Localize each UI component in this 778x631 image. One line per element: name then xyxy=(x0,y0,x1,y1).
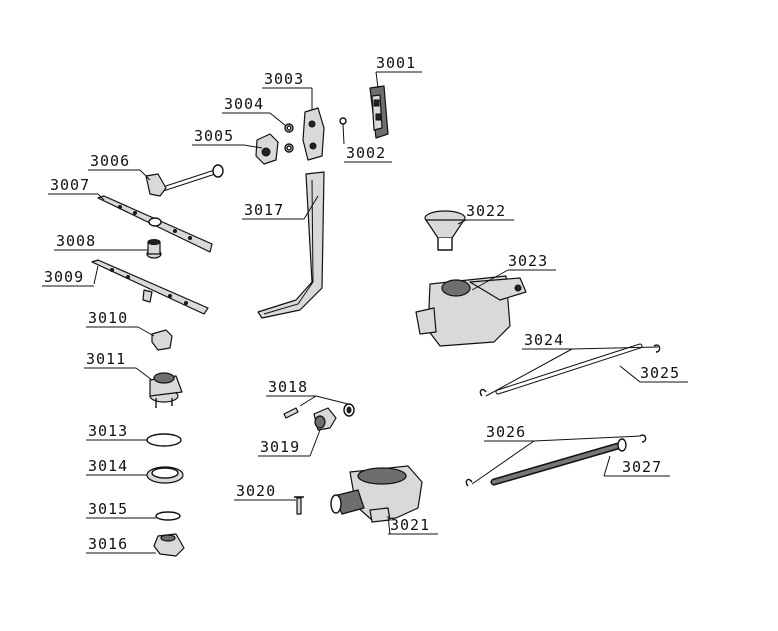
svg-text:3010: 3010 xyxy=(88,309,128,327)
svg-text:3011: 3011 xyxy=(86,350,126,368)
part-label-3014: 3014 xyxy=(86,457,147,476)
svg-text:3026: 3026 xyxy=(486,423,526,441)
part-label-3019: 3019 xyxy=(258,438,310,457)
part-3018-drawing xyxy=(283,403,355,419)
svg-text:3014: 3014 xyxy=(88,457,128,475)
part-3013-drawing xyxy=(146,433,182,447)
part-label-3024: 3024 xyxy=(522,331,572,350)
svg-text:3016: 3016 xyxy=(88,535,128,553)
part-3026-drawing xyxy=(465,434,647,487)
svg-text:3024: 3024 xyxy=(524,331,564,349)
part-label-3008: 3008 xyxy=(54,232,108,251)
svg-text:3025: 3025 xyxy=(640,364,680,382)
part-3008-drawing xyxy=(146,239,162,259)
part-label-3027: 3027 xyxy=(604,458,670,477)
svg-text:3004: 3004 xyxy=(224,95,264,113)
part-3027-drawing xyxy=(490,438,627,486)
part-label-3004: 3004 xyxy=(222,95,270,114)
part-3017-drawing xyxy=(257,171,325,319)
part-3023-drawing xyxy=(415,275,527,347)
part-3004-drawing xyxy=(284,123,294,153)
part-label-3009: 3009 xyxy=(42,268,94,287)
svg-text:3002: 3002 xyxy=(346,144,386,162)
part-label-3005: 3005 xyxy=(192,127,244,146)
part-label-3026: 3026 xyxy=(484,423,534,442)
part-3022-drawing xyxy=(424,210,466,251)
svg-text:3013: 3013 xyxy=(88,422,128,440)
part-label-3016: 3016 xyxy=(86,535,156,554)
part-3003-drawing xyxy=(302,107,325,161)
svg-text:3007: 3007 xyxy=(50,176,90,194)
part-label-3025: 3025 xyxy=(640,364,688,383)
part-label-3020: 3020 xyxy=(234,482,290,501)
part-3001-drawing xyxy=(369,85,389,139)
svg-text:3003: 3003 xyxy=(264,70,304,88)
svg-text:3001: 3001 xyxy=(376,54,416,72)
part-3016-drawing xyxy=(153,533,185,557)
part-label-3017: 3017 xyxy=(242,201,304,220)
part-label-3003: 3003 xyxy=(262,70,312,89)
svg-text:3009: 3009 xyxy=(44,268,84,286)
part-3021-drawing xyxy=(330,465,423,523)
svg-text:3017: 3017 xyxy=(244,201,284,219)
part-label-3022: 3022 xyxy=(466,202,514,221)
part-3010-drawing xyxy=(151,329,173,351)
part-3024-drawing xyxy=(495,343,643,395)
part-label-3021: 3021 xyxy=(388,516,438,535)
part-label-3007: 3007 xyxy=(48,176,98,195)
part-label-3002: 3002 xyxy=(344,144,392,163)
part-3005-drawing xyxy=(255,133,279,165)
svg-text:3020: 3020 xyxy=(236,482,276,500)
part-label-3001: 3001 xyxy=(376,54,422,73)
svg-text:3008: 3008 xyxy=(56,232,96,250)
svg-text:3015: 3015 xyxy=(88,500,128,518)
svg-text:3019: 3019 xyxy=(260,438,300,456)
part-3019-drawing xyxy=(313,407,337,431)
svg-text:3021: 3021 xyxy=(390,516,430,534)
svg-text:3022: 3022 xyxy=(466,202,506,220)
part-label-3010: 3010 xyxy=(86,309,138,328)
part-3014-drawing xyxy=(146,466,184,484)
part-3006-drawing xyxy=(145,164,224,197)
svg-text:3023: 3023 xyxy=(508,252,548,270)
part-label-3023: 3023 xyxy=(508,252,556,271)
part-label-3015: 3015 xyxy=(86,500,156,519)
leader-lines xyxy=(93,71,659,535)
svg-text:3005: 3005 xyxy=(194,127,234,145)
part-3011-drawing xyxy=(149,372,183,408)
part-label-3011: 3011 xyxy=(84,350,136,369)
part-label-3018: 3018 xyxy=(266,378,316,397)
part-3007-drawing xyxy=(97,195,213,253)
part-3009-drawing xyxy=(91,259,209,315)
part-3020-drawing xyxy=(294,496,304,515)
svg-text:3006: 3006 xyxy=(90,152,130,170)
part-3002-drawing xyxy=(339,117,347,125)
part-label-3013: 3013 xyxy=(86,422,148,441)
svg-text:3018: 3018 xyxy=(268,378,308,396)
svg-text:3027: 3027 xyxy=(622,458,662,476)
part-label-3006: 3006 xyxy=(88,152,140,171)
part-3015-drawing xyxy=(155,511,181,521)
